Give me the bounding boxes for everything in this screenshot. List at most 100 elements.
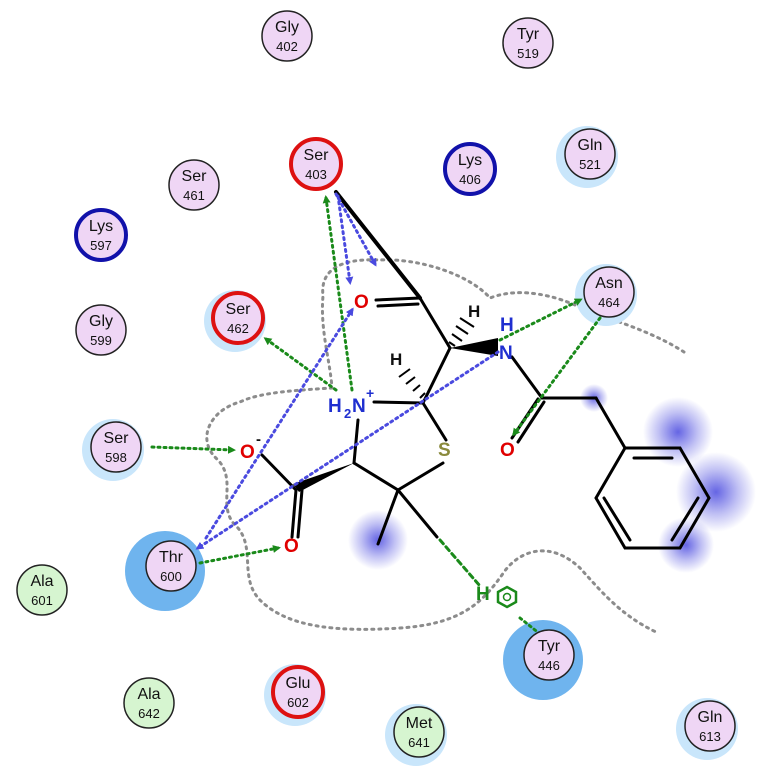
- residue-tyr-446[interactable]: Tyr 446: [523, 629, 575, 681]
- atom-labels: O N H H 2 N + S O - O O H H H: [240, 292, 515, 605]
- solvent-exposure-blob: [658, 517, 714, 573]
- residue-ser-598[interactable]: Ser 598: [90, 421, 142, 473]
- residue-name: Lys: [89, 218, 113, 235]
- residue-number: 464: [598, 295, 620, 310]
- residue-lys-597[interactable]: Lys 597: [74, 208, 128, 262]
- hash-line: [412, 384, 421, 392]
- residue-number: 519: [517, 46, 539, 61]
- carboxylate-charge: -: [256, 431, 261, 448]
- bond: [602, 496, 632, 542]
- ammonium-subscript: 2: [344, 406, 351, 421]
- residue-name: Ala: [30, 573, 53, 590]
- residue-asn-464[interactable]: Asn 464: [583, 266, 635, 318]
- residue-name: Met: [406, 715, 433, 732]
- bond: [396, 461, 445, 492]
- residue-name: Tyr: [538, 638, 561, 655]
- hbond-backbone: [204, 307, 354, 540]
- bond: [372, 400, 425, 405]
- tyr446-hydroxyl-ring-circle: [502, 592, 512, 602]
- bond: [376, 488, 400, 546]
- ligand-structure: [260, 190, 711, 550]
- bond: [670, 496, 700, 542]
- amide-nitrogen: N: [499, 343, 513, 364]
- hash-line: [419, 392, 426, 399]
- bond: [374, 296, 422, 302]
- residue-number: 597: [90, 238, 112, 253]
- residue-gly-402[interactable]: Gly 402: [261, 10, 313, 62]
- residue-gln-613[interactable]: Gln 613: [684, 700, 736, 752]
- residue-name: Ser: [304, 147, 330, 164]
- residue-name: Lys: [458, 152, 482, 169]
- residue-circle: [211, 291, 265, 345]
- bond: [516, 400, 546, 444]
- residue-number: 406: [459, 172, 481, 187]
- residue-circle: [168, 159, 220, 211]
- hbond-sidechain: [518, 616, 542, 636]
- residue-lys-406[interactable]: Lys 406: [443, 142, 497, 196]
- residue-number: 462: [227, 321, 249, 336]
- residue-ser-461[interactable]: Ser 461: [168, 159, 220, 211]
- carboxylate-oxygen: O: [284, 536, 299, 557]
- bond: [290, 488, 298, 539]
- residue-gly-599[interactable]: Gly 599: [75, 304, 127, 356]
- residue-name: Thr: [159, 549, 184, 566]
- residue-ser-403[interactable]: Ser 403: [289, 137, 343, 191]
- residue-number: 602: [287, 695, 309, 710]
- residue-ala-601[interactable]: Ala 601: [16, 564, 68, 616]
- bond: [296, 488, 304, 539]
- residues: Gly 402 Tyr 519 Ser 403 Lys 406 Gln 521 …: [16, 10, 736, 758]
- residue-number: 599: [90, 333, 112, 348]
- hbond-sidechain: [322, 195, 354, 392]
- residue-number: 642: [138, 706, 160, 721]
- residue-name: Ser: [226, 301, 252, 318]
- hash-line: [451, 333, 463, 342]
- bond: [396, 488, 439, 539]
- residue-met-641[interactable]: Met 641: [393, 706, 445, 758]
- tyr446-hydroxyl-hydrogen: H: [476, 584, 490, 605]
- residue-halos: [82, 126, 738, 766]
- residue-glu-602[interactable]: Glu 602: [271, 665, 325, 719]
- residue-circle: [289, 137, 343, 191]
- residue-tyr-519[interactable]: Tyr 519: [502, 17, 554, 69]
- stereo-hydrogen: H: [468, 302, 480, 321]
- residue-thr-600[interactable]: Thr 600: [145, 540, 197, 592]
- residue-number: 641: [408, 735, 430, 750]
- bond: [260, 453, 298, 492]
- residue-name: Asn: [595, 275, 623, 292]
- residue-ser-462[interactable]: Ser 462: [211, 291, 265, 345]
- hbond-backbone: [336, 194, 354, 285]
- residue-number: 403: [305, 167, 327, 182]
- bond: [510, 355, 544, 400]
- residue-number: 600: [160, 569, 182, 584]
- stereo-hydrogen: H: [390, 350, 402, 369]
- residue-circle: [393, 706, 445, 758]
- residue-circle: [74, 208, 128, 262]
- solvent-exposure-group: [348, 384, 756, 573]
- residue-circle: [443, 142, 497, 196]
- hbond-backbone: [195, 350, 500, 550]
- amide-nitrogen-hydrogen: H: [500, 315, 514, 336]
- bond: [421, 401, 448, 442]
- residue-circle: [75, 304, 127, 356]
- phenyl-ring: [594, 446, 711, 550]
- hash-line: [455, 325, 469, 335]
- residue-name: Glu: [286, 675, 311, 692]
- residue-number: 446: [538, 658, 560, 673]
- residue-number: 521: [579, 157, 601, 172]
- residue-ala-642[interactable]: Ala 642: [123, 677, 175, 729]
- amide-carbonyl-oxygen: O: [500, 440, 515, 461]
- hash-line: [459, 317, 475, 328]
- residue-circle: [261, 10, 313, 62]
- residue-circle: [271, 665, 325, 719]
- tyr446-hydroxyl-hexagon: [496, 585, 518, 609]
- wedge-bond: [293, 463, 354, 492]
- hbond-sidechain: [512, 316, 602, 437]
- residue-number: 461: [183, 188, 205, 203]
- residue-name: Gly: [275, 19, 299, 36]
- residue-name: Gly: [89, 313, 113, 330]
- hbond-sidechain: [150, 445, 236, 454]
- residue-circle: [90, 421, 142, 473]
- residue-gln-521[interactable]: Gln 521: [564, 128, 616, 180]
- wedge-bond: [450, 338, 498, 356]
